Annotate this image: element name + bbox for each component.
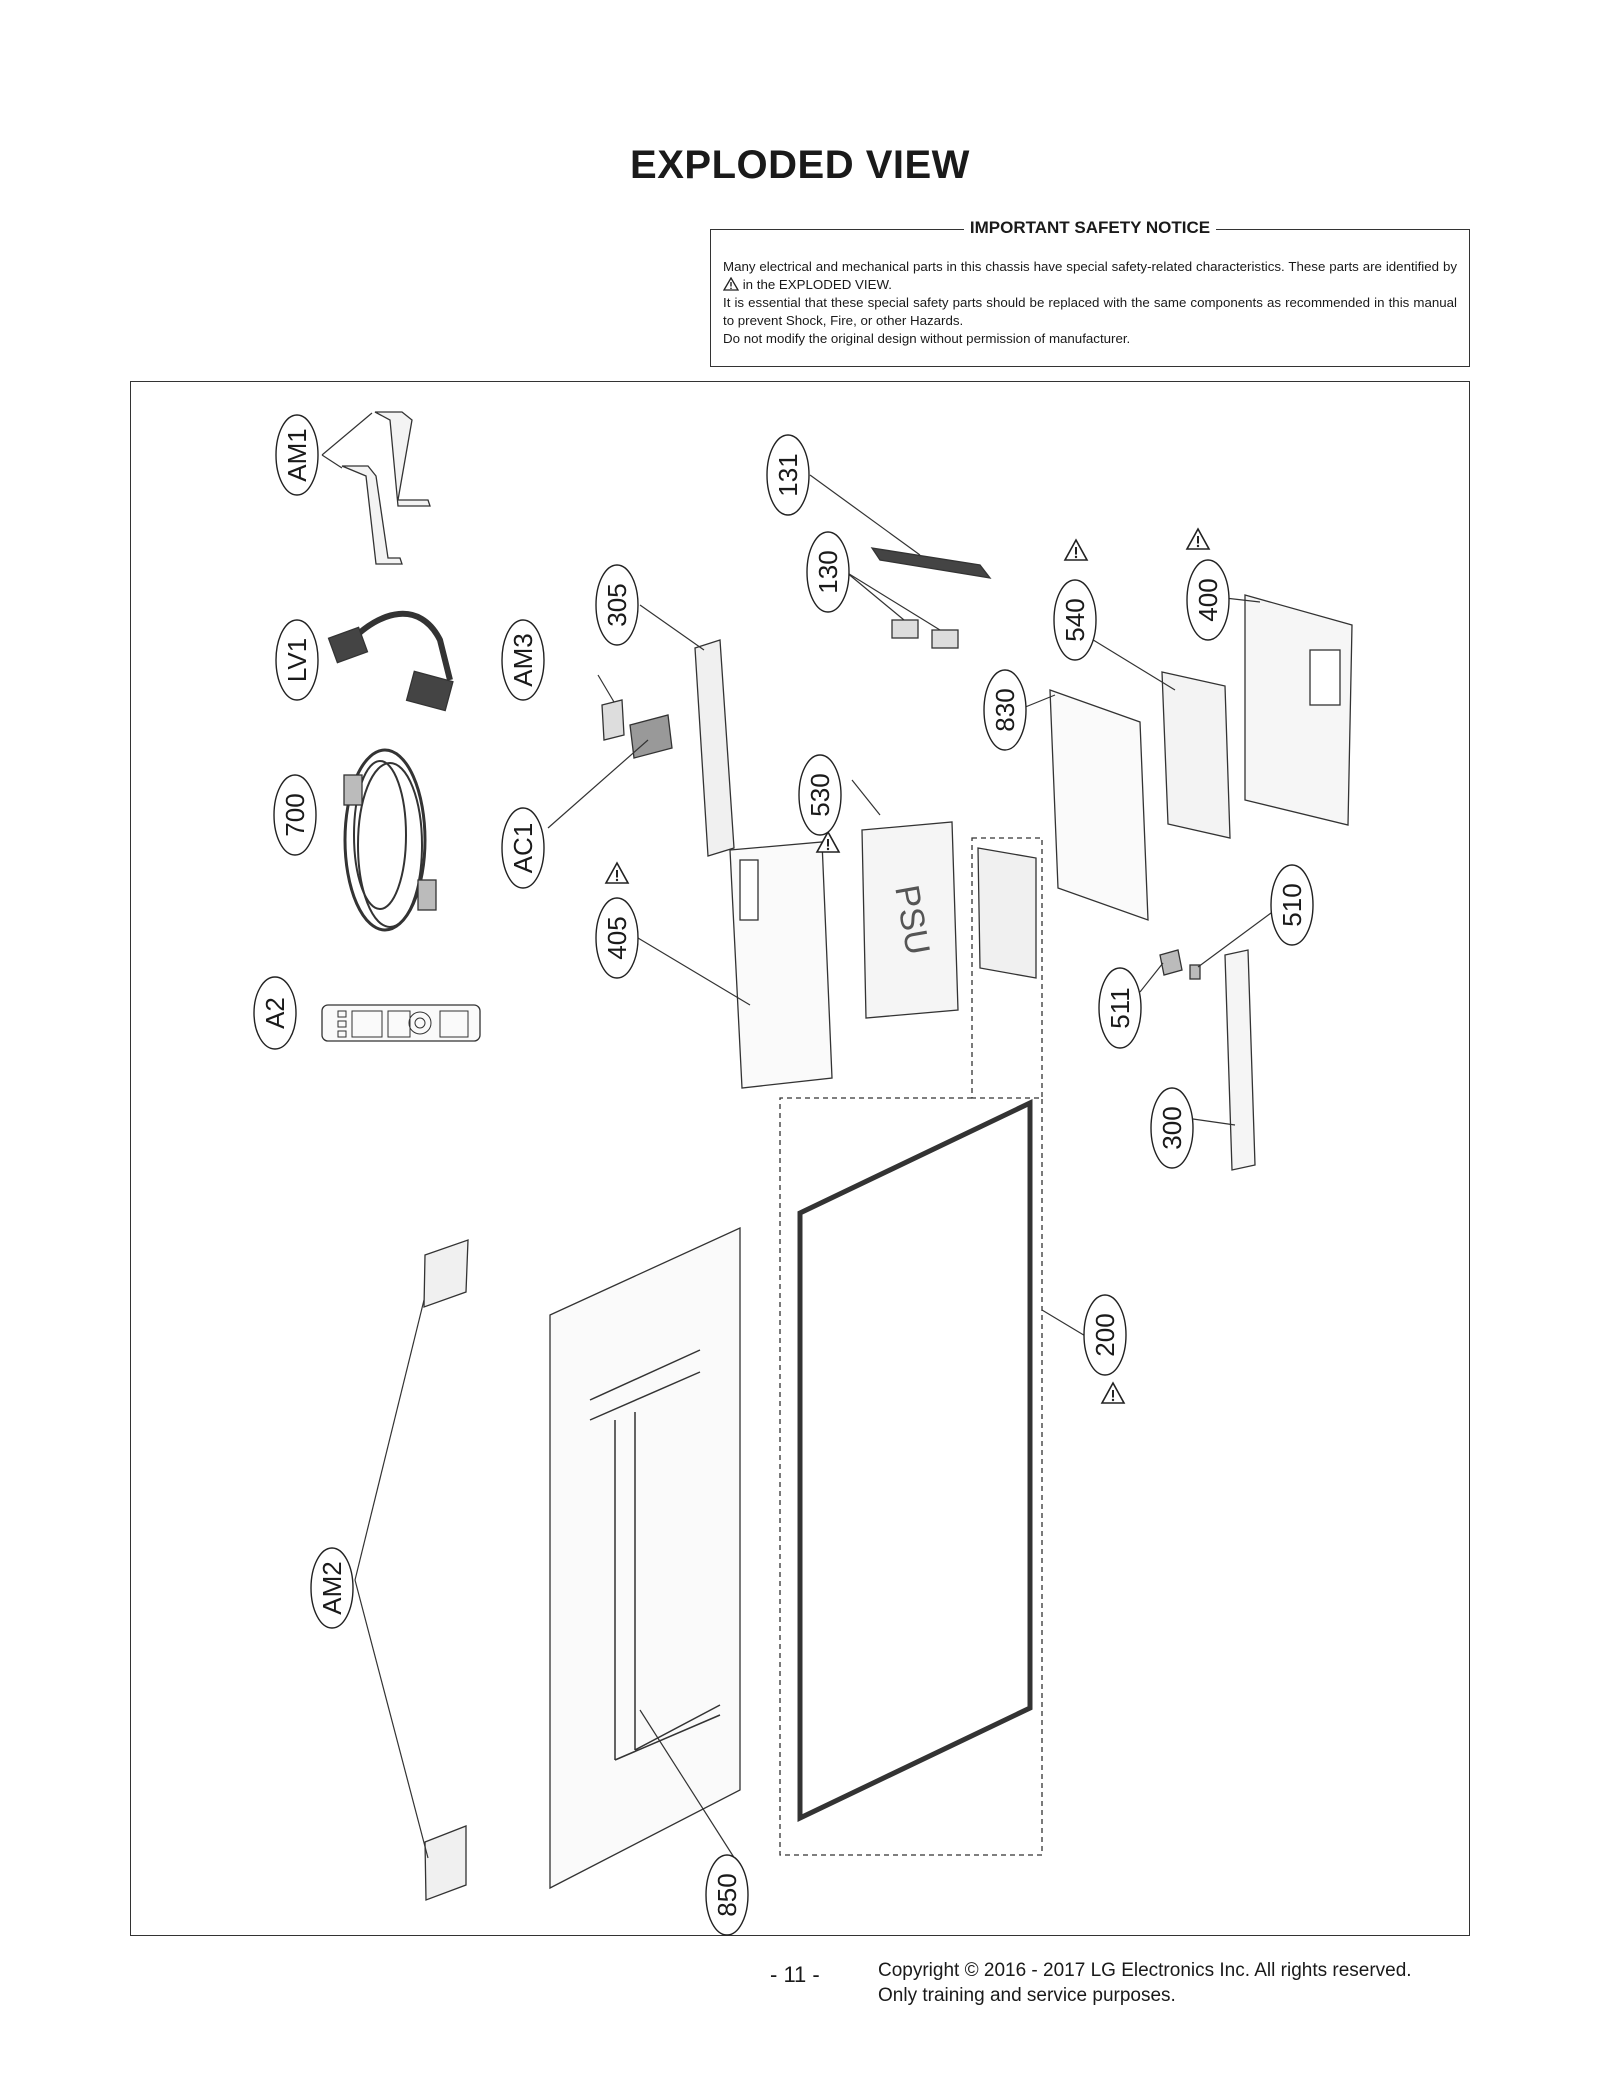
callout-700: 700	[280, 793, 310, 836]
part-300-strip	[1224, 949, 1256, 1171]
warning-triangle-icon	[1064, 539, 1088, 561]
purpose-line: Only training and service purposes.	[878, 1985, 1176, 2006]
am2-clip	[423, 1239, 469, 1308]
power-plug	[343, 774, 363, 806]
part-400-cover	[1244, 594, 1353, 826]
am1-stand-piece	[374, 411, 431, 507]
callout-lv1: LV1	[282, 638, 312, 682]
warning-triangle-icon	[1101, 1382, 1125, 1404]
warning-triangle-icon	[605, 862, 629, 884]
callout-850: 850	[712, 1873, 742, 1916]
callout-530: 530	[805, 773, 835, 816]
part-830-frame	[1049, 689, 1149, 921]
ac1-module	[629, 714, 673, 759]
power-cord-coil	[343, 748, 427, 932]
safety-notice: IMPORTANT SAFETY NOTICE Many electrical …	[710, 218, 1470, 367]
part-200-panel	[797, 1099, 1033, 1822]
am1-stand-piece	[341, 465, 403, 565]
callout-am1: AM1	[282, 428, 312, 481]
callout-540: 540	[1060, 598, 1090, 641]
notice-body: Many electrical and mechanical parts in …	[722, 258, 1457, 348]
part-540-board	[1161, 671, 1231, 839]
callout-405: 405	[602, 916, 632, 959]
power-connector	[417, 879, 437, 911]
callout-300: 300	[1157, 1106, 1187, 1149]
copyright: Copyright © 2016 - 2017 LG Electronics I…	[878, 1958, 1412, 2008]
am3-bracket	[601, 699, 625, 741]
part-130	[891, 619, 919, 639]
callout-510: 510	[1277, 883, 1307, 926]
notice-line-2: It is essential that these special safet…	[723, 295, 1457, 328]
notice-line-3: Do not modify the original design withou…	[723, 331, 1131, 346]
callout-am3: AM3	[508, 633, 538, 686]
am2-clip	[424, 1825, 467, 1901]
part-510	[1189, 964, 1201, 980]
warning-triangle-icon	[1186, 528, 1210, 550]
notice-heading: IMPORTANT SAFETY NOTICE	[963, 218, 1217, 237]
part-305-board	[694, 639, 735, 857]
main-board	[977, 847, 1037, 979]
callout-400: 400	[1193, 578, 1223, 621]
notice-line-1a: Many electrical and mechanical parts in …	[723, 259, 1457, 274]
callout-a2: A2	[260, 997, 290, 1029]
callout-am2: AM2	[317, 1561, 347, 1614]
display-group-box	[779, 1097, 1043, 1856]
callout-305: 305	[602, 583, 632, 626]
page-number: - 11 -	[770, 1962, 820, 1987]
board-group-box	[971, 837, 1043, 1099]
lv1-connector	[327, 626, 369, 664]
part-131	[870, 547, 992, 579]
diagram-frame	[130, 381, 1470, 1936]
lv1-connector	[405, 670, 454, 712]
callout-131: 131	[773, 453, 803, 496]
copyright-line: Copyright © 2016 - 2017 LG Electronics I…	[878, 1960, 1412, 1981]
notice-line-1b: in the EXPLODED VIEW.	[742, 277, 892, 292]
warning-triangle-icon	[722, 276, 740, 292]
callout-ac1: AC1	[508, 823, 538, 874]
callout-200: 200	[1090, 1313, 1120, 1356]
part-511	[1159, 949, 1183, 976]
lv1-cable	[347, 611, 453, 681]
callout-511: 511	[1105, 987, 1135, 1028]
callout-830: 830	[990, 688, 1020, 731]
part-530-psu	[861, 821, 959, 1019]
part-130	[931, 629, 959, 649]
callout-130: 130	[813, 550, 843, 593]
part-850-plate	[549, 1226, 741, 1890]
page-title: EXPLODED VIEW	[630, 143, 970, 187]
